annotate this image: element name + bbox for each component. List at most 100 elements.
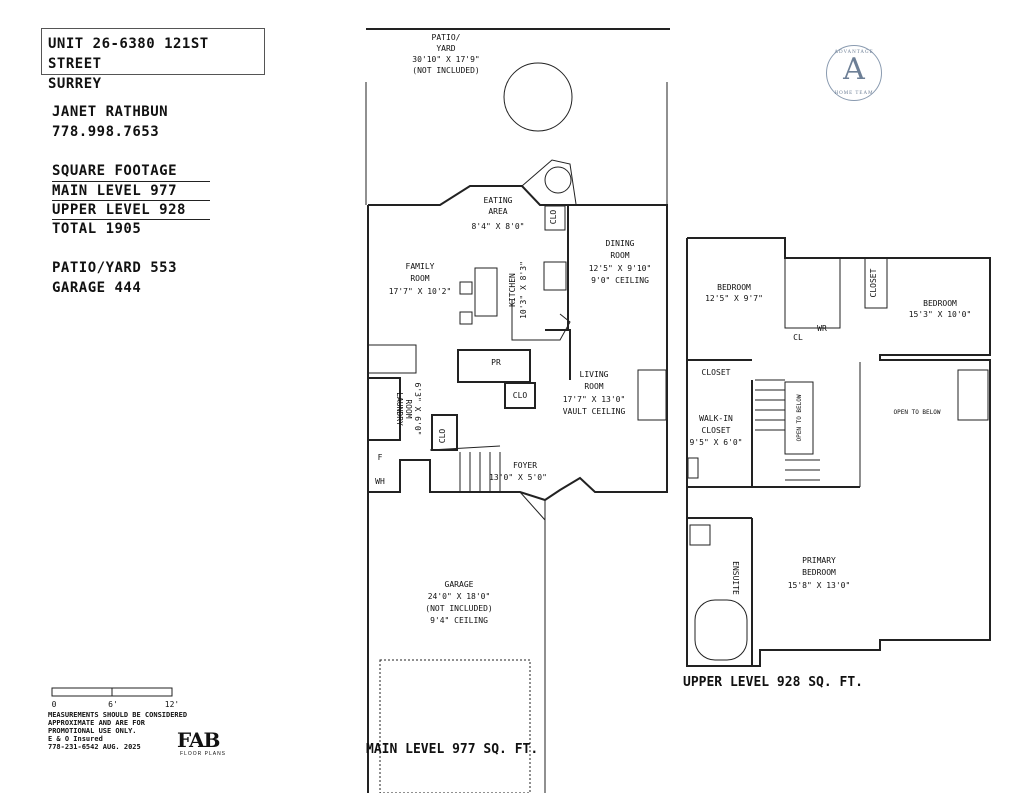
label-dining-2: ROOM: [610, 251, 629, 260]
label-pr: PR: [491, 358, 501, 367]
logo-top-text: ADVANTAGE: [834, 50, 874, 55]
label-dining-3: 12'5" X 9'10": [589, 264, 652, 273]
label-bedroom1-1: BEDROOM: [717, 283, 751, 292]
closet-walls: [864, 257, 888, 309]
label-patio-3: 30'10" X 17'9": [412, 55, 479, 64]
label-laundry-3: 6'3" X 6'0": [413, 383, 422, 436]
label-living-1: LIVING: [580, 370, 609, 379]
label-open-below-1: OPEN TO BELOW: [796, 394, 803, 441]
label-walkin-2: CLOSET: [702, 426, 731, 435]
shrub-icon: [544, 166, 572, 194]
main-level-walls: [367, 185, 668, 502]
fireplace-icon: [637, 369, 667, 421]
label-bedroom1-2: 12'5" X 9'7": [705, 294, 763, 303]
divider: [52, 200, 210, 201]
bathtub-icon: [694, 599, 748, 661]
disclaimer-line: PROMOTIONAL USE ONLY.: [48, 727, 137, 735]
kitchen-island: [474, 267, 498, 317]
label-foyer-1: FOYER: [513, 461, 537, 470]
label-wr: WR: [817, 324, 827, 333]
label-patio-1: PATIO/: [432, 33, 461, 42]
stool-icon: [459, 281, 473, 295]
label-f: F: [378, 453, 383, 462]
divider: [52, 219, 210, 220]
label-family-2: ROOM: [410, 274, 429, 283]
footage-total: TOTAL 1905: [52, 221, 142, 237]
address-box: UNIT 26-6380 121st STREET SURREY: [41, 28, 265, 92]
label-closet-2: CLOSET: [869, 268, 878, 297]
footage-heading: SQUARE FOOTAGE: [52, 163, 178, 179]
agent-name: JANET RATHBUN: [52, 104, 169, 120]
upper-level-walls: [686, 237, 991, 667]
label-cl: CL: [793, 333, 803, 342]
closet-walls: [431, 414, 458, 451]
label-primary-2: BEDROOM: [802, 568, 836, 577]
label-foyer-2: 13'0" X 5'0": [489, 473, 547, 482]
main-level-caption: MAIN LEVEL 977 SQ. FT.: [366, 742, 538, 757]
fab-logo-subtitle: FLOOR PLANS: [180, 751, 227, 757]
label-open-below-2: OPEN TO BELOW: [894, 409, 941, 416]
footage-upper: UPPER LEVEL 928: [52, 202, 186, 218]
scale-tick-6: 6': [108, 700, 118, 709]
label-dining-4: 9'0" CEILING: [591, 276, 649, 285]
scale-tick-0: 0: [52, 700, 57, 709]
fireplace-icon: [957, 369, 989, 421]
label-wh: WH: [375, 477, 385, 486]
label-walkin-3: 9'5" X 6'0": [690, 438, 743, 447]
agent-phone: 778.998.7653: [52, 124, 160, 140]
label-garage-4: 9'4" CEILING: [430, 616, 488, 625]
stairs-upper: [755, 379, 820, 481]
label-garage-1: GARAGE: [445, 580, 474, 589]
label-eating-3: 8'4" X 8'0": [472, 222, 525, 231]
fab-logo: FAB: [177, 728, 220, 752]
label-clo-1: CLO: [513, 391, 528, 400]
footage-main: MAIN LEVEL 977: [52, 183, 178, 199]
disclaimer: MEASUREMENTS SHOULD BE CONSIDERED APPROX…: [48, 711, 187, 751]
label-garage-2: 24'0" X 18'0": [428, 592, 491, 601]
label-eating-2: AREA: [488, 207, 507, 216]
pantry-closet: [544, 205, 566, 231]
label-garage-3: (NOT INCLUDED): [425, 604, 492, 613]
scale-tick-12: 12': [165, 700, 179, 709]
label-living-4: VAULT CEILING: [563, 407, 626, 416]
label-patio-2: YARD: [436, 44, 455, 53]
label-kitchen-2: 10'3" X 8'3": [519, 261, 528, 319]
label-ensuite: ENSUITE: [731, 561, 740, 595]
closet-walls: [504, 382, 536, 409]
label-kitchen-1: KITCHEN: [508, 273, 517, 307]
tree-icon: [503, 62, 573, 132]
stool-icon: [459, 311, 473, 325]
planter-wall: [521, 159, 577, 205]
label-patio-4: (NOT INCLUDED): [412, 66, 479, 75]
label-walkin-1: WALK-IN: [699, 414, 733, 423]
disclaimer-line: E & O Insured: [48, 735, 103, 743]
powder-room-walls: [457, 349, 531, 383]
footage-patio: PATIO/YARD 553: [52, 260, 178, 276]
logo-bottom-text: HOME TEAM: [834, 91, 874, 96]
disclaimer-line: 778-231-6542 AUG. 2025: [48, 743, 141, 751]
label-living-3: 17'7" X 13'0": [563, 395, 626, 404]
railing-icon: [687, 457, 699, 479]
bath-walls: [784, 257, 841, 329]
garage-door-outline: [379, 659, 531, 793]
fridge-icon: [543, 261, 567, 291]
upper-level-caption: UPPER LEVEL 928 SQ. FT.: [683, 675, 863, 690]
label-family-1: FAMILY: [406, 262, 435, 271]
divider: [52, 181, 210, 182]
label-primary-3: 15'8" X 13'0": [788, 581, 851, 590]
garage-wall-angle: [519, 491, 546, 521]
fireplace-icon: [367, 344, 417, 374]
disclaimer-line: APPROXIMATE AND ARE FOR: [48, 719, 145, 727]
label-clo-3: CLO: [438, 429, 447, 444]
label-primary-1: PRIMARY: [802, 556, 836, 565]
label-dining-1: DINING: [606, 239, 635, 248]
label-laundry-2: ROOM: [404, 399, 413, 418]
label-living-2: ROOM: [584, 382, 603, 391]
label-laundry-1: LAUNDRY: [395, 392, 404, 426]
kitchen-counter: [511, 300, 571, 341]
label-clo-2: CLO: [549, 210, 558, 225]
disclaimer-line: MEASUREMENTS SHOULD BE CONSIDERED: [48, 711, 188, 719]
label-bedroom2-1: BEDROOM: [923, 299, 957, 308]
address-line-2: SURREY: [48, 76, 102, 92]
